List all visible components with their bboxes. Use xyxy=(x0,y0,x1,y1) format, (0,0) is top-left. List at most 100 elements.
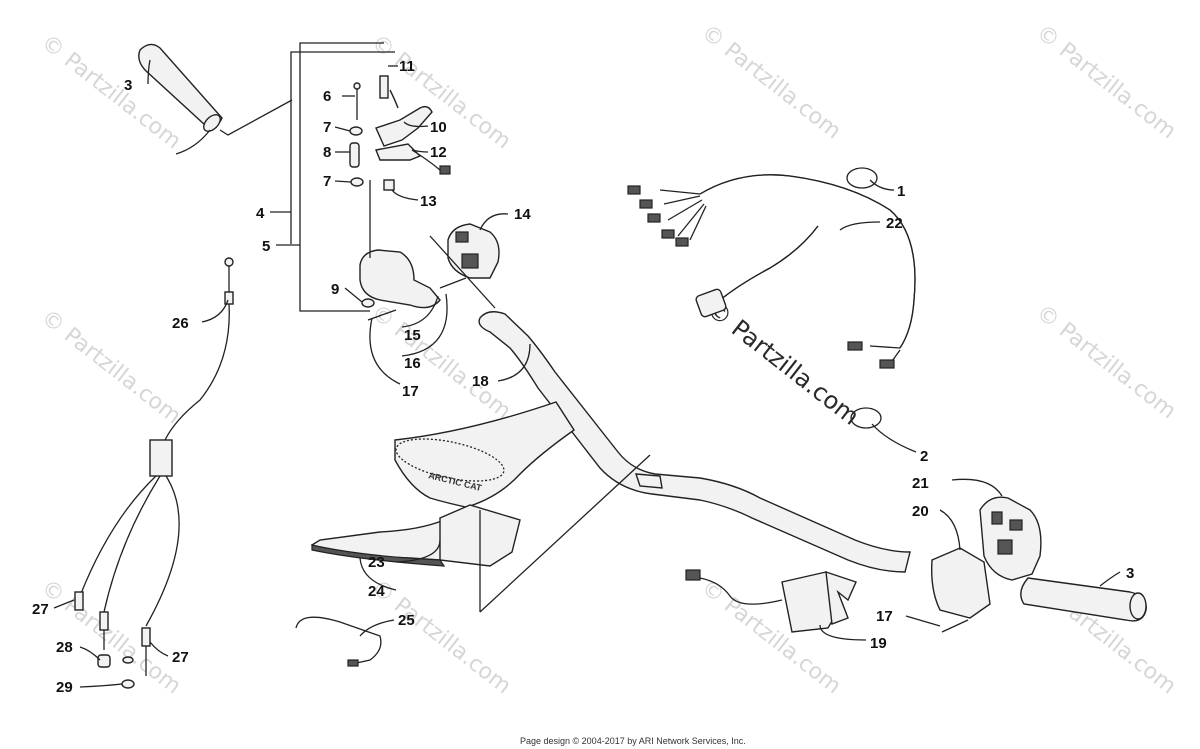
harness-fill xyxy=(699,174,916,349)
spring-part xyxy=(379,75,389,99)
leader-line xyxy=(939,509,961,551)
watermark: © Partzilla.com xyxy=(696,20,845,144)
strap xyxy=(295,616,382,667)
bracket-inner-line xyxy=(290,51,395,244)
cable-end-ball xyxy=(224,257,234,267)
washer-part xyxy=(361,298,375,308)
cable-assembly xyxy=(74,257,234,689)
lead-connector xyxy=(847,341,863,351)
callout-22: 22 xyxy=(886,215,903,232)
leader-line xyxy=(497,343,531,382)
connector xyxy=(439,165,451,175)
callout-10: 10 xyxy=(430,119,447,136)
leader-line xyxy=(839,221,881,231)
callout-21: 21 xyxy=(912,475,929,492)
leader-line xyxy=(411,149,429,153)
watermark: © Partzilla.com xyxy=(36,30,185,154)
leader-line xyxy=(219,99,293,136)
bracket-outer-line xyxy=(299,42,384,312)
guide-line xyxy=(429,235,496,309)
leader-line xyxy=(79,646,101,661)
callout-6: 6 xyxy=(323,88,331,105)
callout-17: 17 xyxy=(402,383,419,400)
switch-housing-left xyxy=(429,223,500,309)
heater-wire xyxy=(699,577,783,605)
leader-line xyxy=(905,615,941,627)
leader-line xyxy=(819,624,867,641)
strap-end xyxy=(347,659,359,667)
cable-adjuster xyxy=(97,654,111,668)
cable-wire xyxy=(145,475,180,627)
leader-line xyxy=(391,189,419,201)
group-bracket xyxy=(270,42,395,312)
guide-line xyxy=(479,454,651,613)
callout-17-right: 17 xyxy=(876,608,893,625)
callout-12: 12 xyxy=(430,144,447,161)
leader-line xyxy=(869,179,895,191)
leader-line xyxy=(147,59,151,85)
cable-ferrule xyxy=(224,291,234,305)
grip-end xyxy=(203,114,221,132)
callout-18: 18 xyxy=(472,373,489,390)
wiring-harness xyxy=(627,167,916,429)
harness-clamp xyxy=(846,167,878,189)
screw-part xyxy=(439,277,467,289)
callout-11: 11 xyxy=(399,58,415,75)
callout-8: 8 xyxy=(323,144,331,161)
lever-bracket xyxy=(375,143,422,161)
watermark: © Partzilla.com xyxy=(1031,300,1180,424)
grip-end xyxy=(1129,592,1147,620)
callout-26: 26 xyxy=(172,315,189,332)
handlebar-tube xyxy=(478,311,911,573)
callout-27: 27 xyxy=(172,649,189,666)
nut-part xyxy=(383,179,395,191)
leader-line xyxy=(369,317,401,385)
leader-line xyxy=(149,641,169,657)
callout-3: 3 xyxy=(124,77,132,94)
leader-line xyxy=(871,423,917,453)
handlebar-clamp xyxy=(635,473,663,489)
switch-button xyxy=(461,253,479,269)
callout-20: 20 xyxy=(912,503,929,520)
watermark: © Partzilla.com xyxy=(366,575,515,699)
callout-29: 29 xyxy=(56,679,73,696)
callout-27: 27 xyxy=(32,601,49,618)
callout-labels: 3 6 11 7 10 8 12 7 13 14 4 5 9 15 16 17 … xyxy=(32,58,1134,696)
leader-line xyxy=(1099,571,1121,587)
lead-connector xyxy=(661,229,675,239)
throttle-lever-assembly xyxy=(349,75,451,191)
cable-wire xyxy=(79,475,157,597)
lead-connector xyxy=(879,359,895,369)
cable-end-fitting xyxy=(141,627,151,647)
callout-1: 1 xyxy=(897,183,905,200)
callout-13: 13 xyxy=(420,193,437,210)
pad-body xyxy=(310,401,575,561)
harness-branch-fill xyxy=(719,225,819,301)
callout-23: 23 xyxy=(368,554,385,571)
cable-wire xyxy=(103,475,161,613)
callout-14: 14 xyxy=(514,206,531,223)
leader-line xyxy=(479,213,509,231)
harness-leads xyxy=(659,189,707,241)
bushing-part xyxy=(349,142,360,168)
callout-24: 24 xyxy=(368,583,385,600)
left-hand-grip xyxy=(138,43,293,136)
leader-lines xyxy=(53,59,1121,688)
harness-clamp xyxy=(850,407,882,429)
switch-button xyxy=(1009,519,1023,531)
callout-2: 2 xyxy=(920,448,928,465)
throttle-lever xyxy=(375,105,433,147)
cable-oring xyxy=(121,679,135,689)
lead-connector xyxy=(627,185,641,195)
callout-16: 16 xyxy=(404,355,421,372)
right-controls xyxy=(685,496,1147,633)
switch-button xyxy=(455,231,469,243)
heater-connector xyxy=(685,569,701,581)
leader-line xyxy=(201,299,229,323)
switch-housing-right xyxy=(979,496,1042,581)
callout-3-right: 3 xyxy=(1126,565,1134,582)
lead-connector xyxy=(675,237,689,247)
footer-copyright: Page design © 2004-2017 by ARI Network S… xyxy=(520,736,746,746)
bracket-screw xyxy=(941,619,969,633)
